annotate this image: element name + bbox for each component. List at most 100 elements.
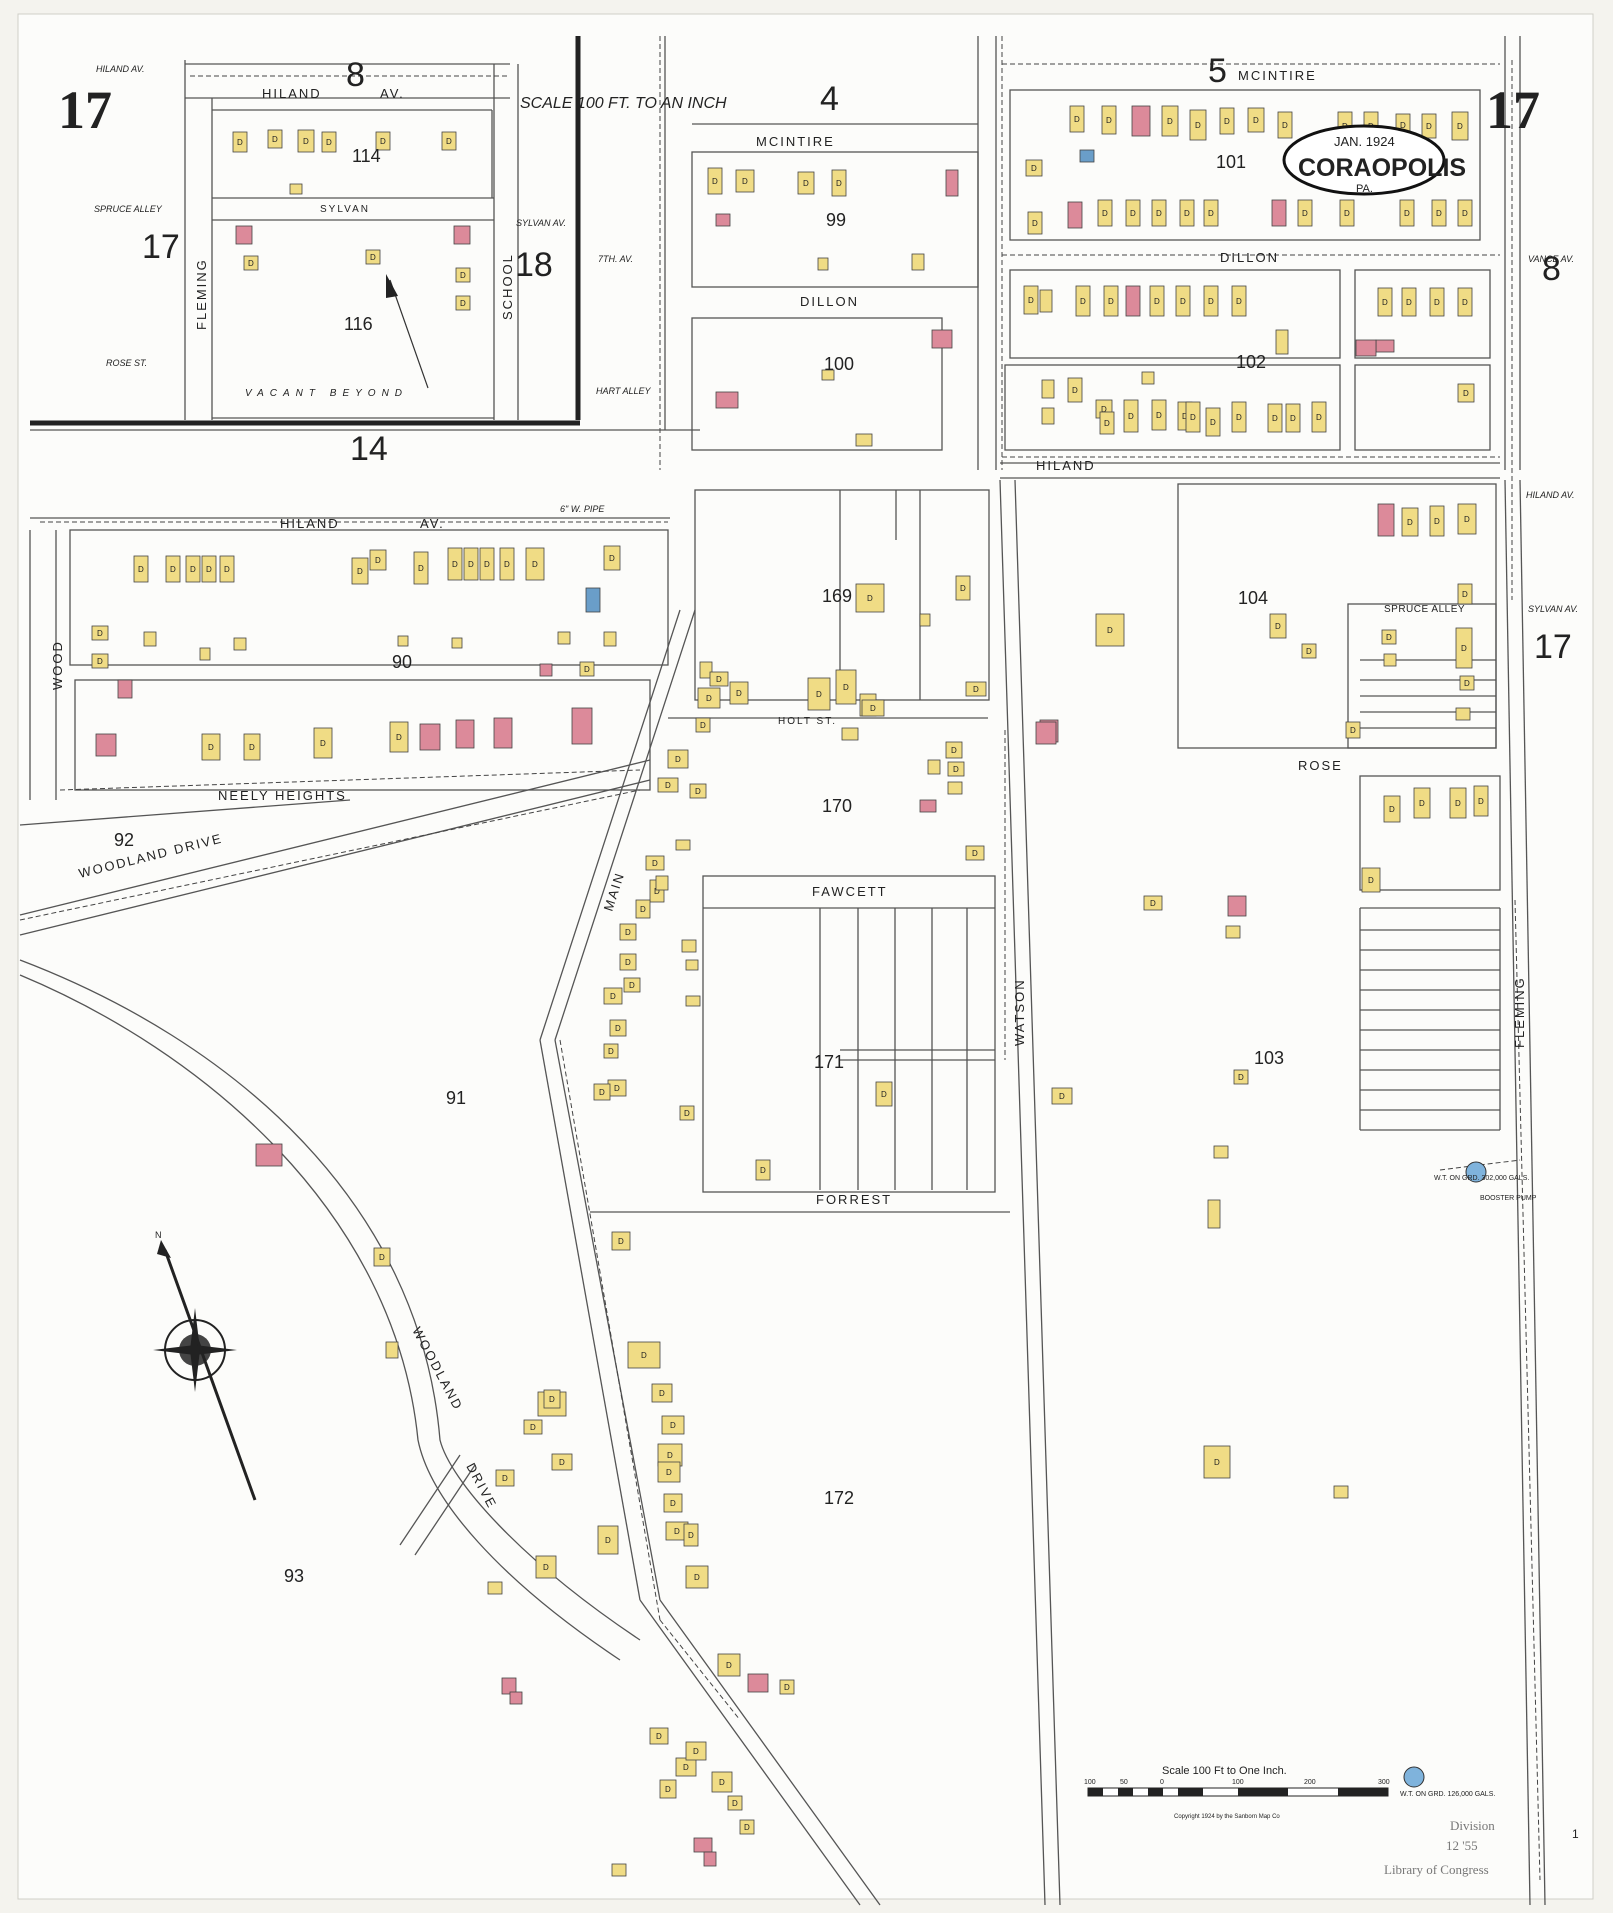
frame-dwelling xyxy=(1381,629,1397,645)
water-tank-icon xyxy=(1465,1161,1487,1183)
dwelling-mark: D xyxy=(1106,116,1112,125)
frame-dwelling xyxy=(1185,401,1201,433)
street-watson: WATSON xyxy=(1012,978,1027,1046)
dwelling-mark: D xyxy=(1275,622,1281,631)
frame-dwelling xyxy=(685,959,699,971)
brick-building xyxy=(945,169,959,197)
dwelling-mark: D xyxy=(694,1573,700,1582)
brick-building xyxy=(1035,721,1057,745)
street-mcintire: MCINTIRE xyxy=(756,134,835,149)
dwelling-mark: D xyxy=(549,1395,555,1404)
frame-dwelling xyxy=(603,987,623,1005)
dwelling-mark: D xyxy=(629,981,635,990)
dwelling-mark: D xyxy=(640,905,646,914)
dwelling-mark: D xyxy=(1290,414,1296,423)
dwelling-mark: D xyxy=(656,1732,662,1741)
dwelling-mark: D xyxy=(502,1474,508,1483)
dwelling-mark: D xyxy=(610,992,616,1001)
frame-dwelling xyxy=(821,369,835,381)
frame-dwelling xyxy=(1161,105,1179,137)
dwelling-mark: D xyxy=(1214,1458,1220,1467)
frame-dwelling xyxy=(755,1159,771,1181)
dwelling-mark: D xyxy=(1400,121,1406,130)
dwelling-mark: D xyxy=(615,1024,621,1033)
frame-dwelling xyxy=(667,749,689,769)
frame-dwelling xyxy=(645,855,665,871)
frame-dwelling xyxy=(683,1523,699,1547)
dwelling-mark: D xyxy=(1386,633,1392,642)
frame-dwelling xyxy=(1413,787,1431,819)
north-arrow-icon xyxy=(386,274,429,389)
dwelling-mark: D xyxy=(1059,1092,1065,1101)
frame-dwelling xyxy=(165,555,181,583)
dwelling-mark: D xyxy=(1210,418,1216,427)
frame-dwelling xyxy=(1027,211,1043,235)
dwelling-mark: D xyxy=(659,1389,665,1398)
frame-dwelling xyxy=(1269,613,1287,639)
dwelling-mark: D xyxy=(237,138,243,147)
dwelling-mark: D xyxy=(1180,297,1186,306)
dwelling-mark: D xyxy=(1462,298,1468,307)
frame-dwelling xyxy=(1459,675,1475,691)
stamp-corner-number: 1 xyxy=(1572,1827,1579,1841)
dwelling-mark: D xyxy=(326,138,332,147)
dwelling-mark: D xyxy=(584,665,590,674)
street-av-top: AV. xyxy=(380,86,405,101)
brick-building xyxy=(703,1851,717,1867)
compass-rose-icon: N xyxy=(153,1230,257,1501)
dwelling-mark: D xyxy=(1404,209,1410,218)
brick-building xyxy=(715,391,739,409)
frame-dwelling xyxy=(375,131,391,151)
frame-dwelling xyxy=(911,253,925,271)
sheet-ref-4: 4 xyxy=(820,80,839,118)
dwelling-mark: D xyxy=(732,1799,738,1808)
dwelling-mark: D xyxy=(1080,297,1086,306)
brick-building xyxy=(693,1837,713,1853)
dwelling-mark: D xyxy=(1464,515,1470,524)
sheet-ref-5: 5 xyxy=(1208,52,1227,90)
frame-dwelling xyxy=(557,631,571,645)
frame-dwelling xyxy=(919,613,931,627)
frame-dwelling xyxy=(709,671,729,687)
stamp-line3: Library of Congress xyxy=(1384,1862,1489,1877)
dwelling-mark: D xyxy=(953,765,959,774)
dwelling-mark: D xyxy=(1253,116,1259,125)
frame-dwelling xyxy=(1041,407,1055,425)
brick-building xyxy=(509,1691,523,1705)
dwelling-mark: D xyxy=(1455,799,1461,808)
frame-dwelling xyxy=(835,669,857,705)
frame-dwelling xyxy=(609,1019,627,1037)
water-pipes xyxy=(19,36,1541,1881)
frame-dwelling xyxy=(861,699,885,717)
street-spruce-alley-right: SPRUCE ALLEY xyxy=(1384,604,1465,615)
frame-dwelling xyxy=(143,631,157,647)
frame-dwelling xyxy=(717,1653,741,1677)
frame-dwelling xyxy=(397,635,409,647)
frame-dwelling xyxy=(685,1741,707,1761)
frame-dwelling xyxy=(675,839,691,851)
block-104: 104 xyxy=(1238,588,1268,608)
brick-building xyxy=(715,213,731,227)
dwelling-mark: D xyxy=(1072,386,1078,395)
dwelling-mark: D xyxy=(190,565,196,574)
dwelling-mark: D xyxy=(379,1253,385,1262)
frame-dwelling xyxy=(351,557,369,585)
dwelling-mark: D xyxy=(1150,899,1156,908)
frame-dwelling xyxy=(603,631,617,647)
street-hiland-top: HILAND xyxy=(262,86,322,101)
dwelling-mark: D xyxy=(675,755,681,764)
water-tank-2-label: W.T. ON GRD. 126,000 GALS. xyxy=(1400,1791,1495,1798)
sheet-ref-8-top: 8 xyxy=(346,56,365,94)
dwelling-mark: D xyxy=(97,629,103,638)
frame-dwelling xyxy=(1099,411,1115,435)
brick-building xyxy=(117,679,133,699)
frame-dwelling xyxy=(597,1525,619,1555)
street-holt: HOLT ST. xyxy=(778,716,837,727)
frame-dwelling xyxy=(1097,199,1113,227)
frame-dwelling xyxy=(455,267,471,283)
dwelling-mark: D xyxy=(951,746,957,755)
dwelling-mark: D xyxy=(1195,121,1201,130)
dwelling-mark: D xyxy=(1389,805,1395,814)
dwelling-mark: D xyxy=(206,565,212,574)
street-neely-heights: NEELY HEIGHTS xyxy=(218,788,347,803)
